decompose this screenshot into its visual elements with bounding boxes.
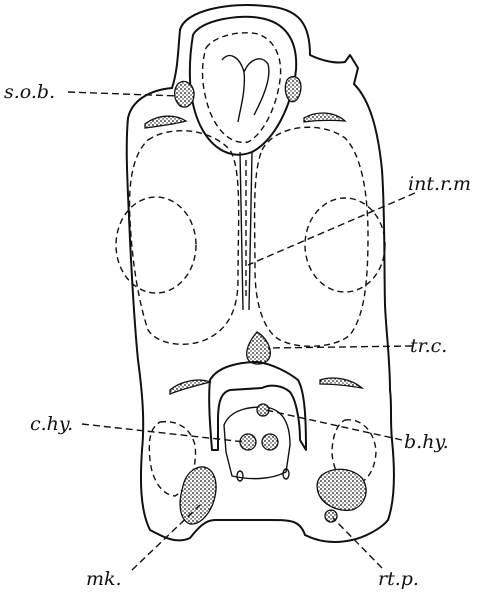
leader-sob: [68, 92, 178, 96]
trc-cartilage: [247, 332, 271, 364]
label-rtp: rt.p.: [378, 568, 419, 590]
leader-trc: [268, 346, 412, 348]
left-eye-outline: [116, 197, 196, 293]
lower-bar-right: [320, 378, 362, 388]
label-trc: tr.c.: [410, 335, 447, 357]
outer-outline: [127, 5, 394, 542]
upper-chamber-inner: [203, 33, 281, 143]
right-cavity: [255, 127, 368, 346]
right-lower-cartilage: [317, 469, 366, 510]
sob-left: [175, 81, 194, 107]
small-pore-left: [237, 471, 243, 481]
right-eye-outline: [305, 198, 385, 292]
chy-right: [262, 434, 278, 450]
leader-rtp: [333, 518, 382, 568]
hyoid-region: [224, 407, 290, 478]
label-mk: mk.: [86, 568, 122, 590]
leader-intrm: [248, 193, 415, 265]
orbital-bar-left: [145, 116, 186, 128]
upper-chamber-fold: [222, 56, 269, 122]
label-bhy: b.hy.: [404, 431, 449, 453]
leader-chy: [82, 424, 245, 442]
label-sob: s.o.b.: [4, 81, 55, 103]
label-intrm: int.r.m: [408, 173, 471, 195]
label-chy: c.hy.: [30, 413, 73, 435]
pharynx-outline: [209, 362, 306, 450]
mk-cartilage: [180, 467, 216, 524]
chy-left: [240, 434, 256, 450]
sob-right: [285, 77, 301, 102]
orbital-bar-right: [304, 113, 345, 122]
left-cavity: [130, 131, 239, 345]
lower-bar-left: [170, 380, 210, 394]
